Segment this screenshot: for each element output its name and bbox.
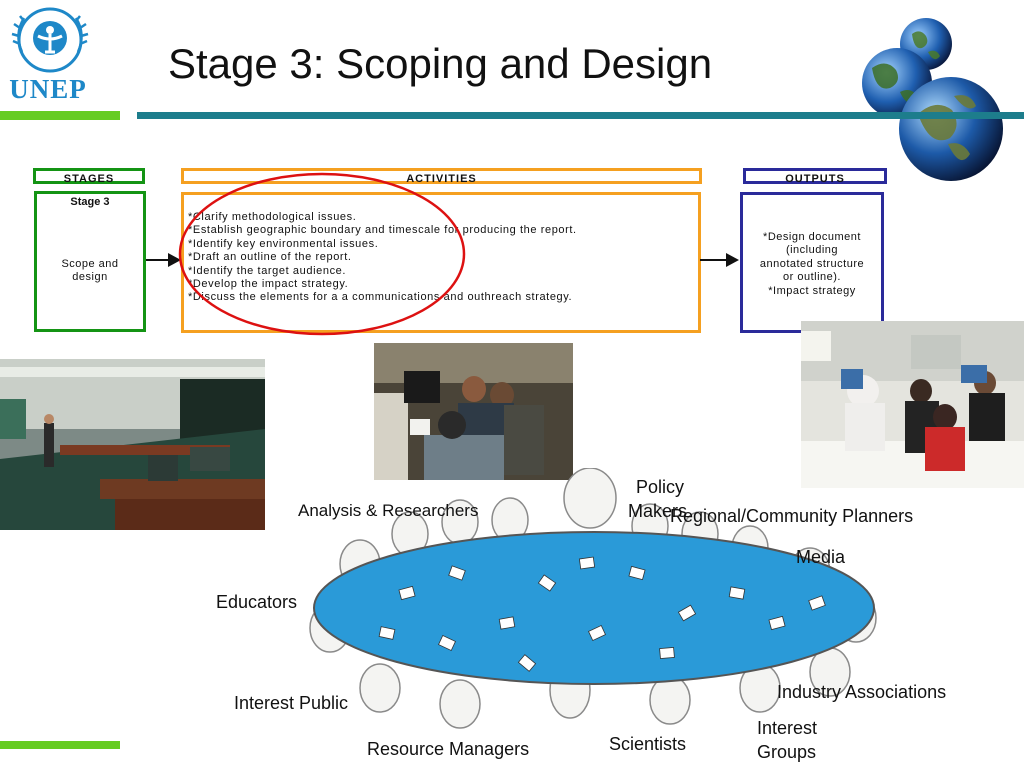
arrow-right-icon	[700, 253, 739, 267]
stages-header: STAGES	[33, 168, 145, 185]
group-discussion-photo	[374, 343, 573, 480]
activity-item: *Establish geographic boundary and times…	[188, 224, 577, 237]
meeting-room-photo	[0, 359, 265, 530]
activities-list: *Clarify methodological issues. *Establi…	[188, 211, 577, 305]
round-table-illustration	[309, 468, 877, 729]
stage-box: Stage 3 Scope and design	[34, 191, 146, 332]
label-makers-line: Makers	[628, 501, 688, 521]
globe-icon-large	[899, 77, 1003, 181]
label-scientists: Scientists	[609, 734, 687, 754]
activity-item: *Discuss the elements for a a communicat…	[188, 291, 573, 304]
label-interest-line: Interest	[757, 718, 818, 738]
activities-header: ACTIVITIES	[181, 168, 702, 185]
accent-bar-teal	[137, 112, 1024, 119]
outputs-box: *Design document (including annotated st…	[740, 192, 884, 333]
output-line: annotated structure	[759, 257, 865, 270]
label-interest-public: Interest Public	[234, 693, 349, 713]
label-regional-planners: Regional/Community Planners	[670, 506, 914, 526]
outputs-header: OUTPUTS	[743, 168, 887, 185]
label-industry-associations: Industry Associations	[777, 682, 947, 702]
activity-item: *Identify key environmental issues.	[188, 237, 379, 250]
unep-logo-text: UNEP	[9, 74, 87, 104]
stage-number: Stage 3	[70, 196, 110, 208]
activity-item: *Identify the target audience.	[188, 264, 347, 277]
seminar-photo	[801, 321, 1024, 488]
activity-item: *Develop the impact strategy.	[188, 278, 349, 291]
label-media: Media	[796, 547, 846, 567]
label-educators: Educators	[216, 592, 298, 612]
output-line: *Design document	[763, 231, 861, 243]
activity-item: *Draft an outline of the report.	[188, 251, 352, 264]
output-line: (including	[785, 244, 839, 257]
unep-logo-emblem	[11, 7, 89, 73]
highlight-ellipse	[178, 172, 466, 336]
arrow-right-icon	[146, 253, 181, 267]
output-line: *Impact strategy	[768, 284, 856, 297]
label-policy-line: Policy	[636, 477, 685, 497]
accent-bar-green	[0, 111, 120, 120]
label-analysis-researchers: Analysis & Researchers	[298, 501, 479, 520]
label-groups-line: Groups	[757, 742, 817, 762]
page-title: Stage 3: Scoping and Design	[168, 40, 713, 87]
outputs-list: *Design document (including annotated st…	[743, 231, 881, 298]
stage-description: Scope and design	[37, 258, 143, 284]
stage-text-line: Scope and	[61, 258, 119, 270]
label-resource-managers: Resource Managers	[367, 739, 530, 759]
accent-bar-green-bottom	[0, 741, 120, 749]
label-interest-groups: Interest Groups	[757, 716, 817, 764]
activity-item: *Clarify methodological issues.	[188, 211, 357, 223]
activities-box: *Clarify methodological issues. *Establi…	[181, 192, 701, 333]
label-policy-makers: Policy Makers	[628, 475, 687, 523]
stage-text-line: design	[72, 271, 108, 283]
output-line: or outline).	[783, 271, 841, 284]
